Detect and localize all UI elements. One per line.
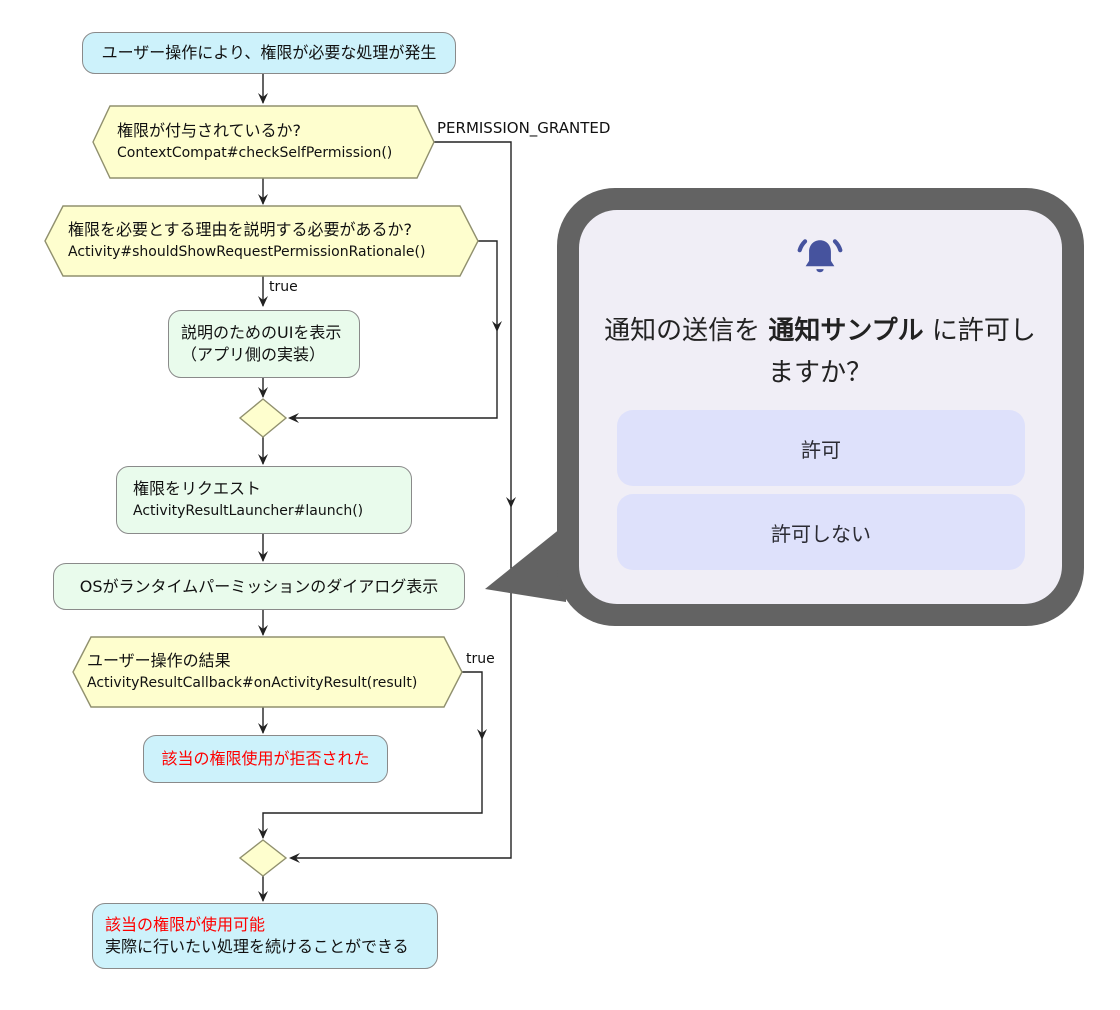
node-granted-line1: 該当の権限が使用可能 (105, 915, 266, 934)
node-request-permission-line1: 権限をリクエスト (133, 479, 262, 498)
node-os-dialog: OSがランタイムパーミッションのダイアログ表示 (53, 563, 465, 610)
edge-permission-granted (293, 141, 512, 859)
node-request-permission-code: ActivityResultLauncher#launch() (133, 503, 364, 519)
merge-diamond-2 (238, 839, 288, 877)
bell-ringing-icon (797, 239, 843, 273)
merge-diamond-1 (238, 398, 288, 438)
decision-check-rationale-code: Activity#shouldShowRequestPermissionRati… (68, 244, 426, 260)
edge-result-true (262, 671, 483, 838)
permission-dialog-callout: 通知の送信を 通知サンプル に許可しますか？ 許可 許可しない (557, 188, 1084, 626)
decision-check-permission-shape (92, 105, 435, 179)
edge-label-rationale-true: true (269, 279, 298, 295)
decision-check-rationale-shape (44, 205, 479, 277)
permission-dialog: 通知の送信を 通知サンプル に許可しますか？ 許可 許可しない (579, 210, 1062, 604)
dialog-app-name: 通知サンプル (768, 316, 924, 346)
dialog-title-prefix: 通知の送信を (604, 316, 769, 346)
deny-button[interactable]: 許可しない (617, 494, 1025, 570)
callout-tail (485, 524, 566, 602)
node-start: ユーザー操作により、権限が必要な処理が発生 (82, 32, 456, 74)
node-os-dialog-label: OSがランタイムパーミッションのダイアログ表示 (79, 576, 439, 596)
allow-button[interactable]: 許可 (617, 410, 1025, 486)
flow-edges (262, 74, 512, 901)
decision-check-permission-code: ContextCompat#checkSelfPermission() (117, 145, 393, 161)
node-show-rationale-ui-line2: （アプリ側の実装） (181, 345, 326, 364)
decision-check-rationale-label: 権限を必要とする理由を説明する必要があるか? Activity#shouldSh… (68, 219, 425, 263)
node-request-permission: 権限をリクエスト ActivityResultLauncher#launch() (116, 466, 412, 534)
decision-user-result-question: ユーザー操作の結果 (87, 651, 231, 670)
node-start-label: ユーザー操作により、権限が必要な処理が発生 (101, 43, 437, 62)
dialog-title: 通知の送信を 通知サンプル に許可しますか？ (604, 310, 1036, 394)
edge-label-result-true: true (466, 651, 495, 667)
node-show-rationale-ui-line1: 説明のためのUIを表示 (181, 323, 342, 342)
node-granted: 該当の権限が使用可能 実際に行いたい処理を続けることができる (92, 903, 438, 969)
node-show-rationale-ui: 説明のためのUIを表示 （アプリ側の実装） (168, 310, 360, 378)
dialog-title-suffix: に許可しますか？ (767, 316, 1036, 388)
node-denied-label: 該当の権限使用が拒否された (161, 749, 370, 768)
node-granted-line2: 実際に行いたい処理を続けることができる (105, 937, 409, 956)
edge-label-permission-granted: PERMISSION_GRANTED (437, 119, 611, 137)
decision-check-rationale-question: 権限を必要とする理由を説明する必要があるか? (68, 220, 413, 239)
decision-check-permission-question: 権限が付与されているか? (117, 121, 302, 140)
node-denied: 該当の権限使用が拒否された (143, 735, 388, 783)
arrowheads (258, 93, 516, 902)
decision-user-result-label: ユーザー操作の結果 ActivityResultCallback#onActiv… (87, 650, 417, 694)
decision-user-result-shape (72, 636, 463, 708)
decision-check-permission-label: 権限が付与されているか? ContextCompat#checkSelfPerm… (117, 120, 392, 164)
decision-user-result-code: ActivityResultCallback#onActivityResult(… (87, 675, 418, 691)
